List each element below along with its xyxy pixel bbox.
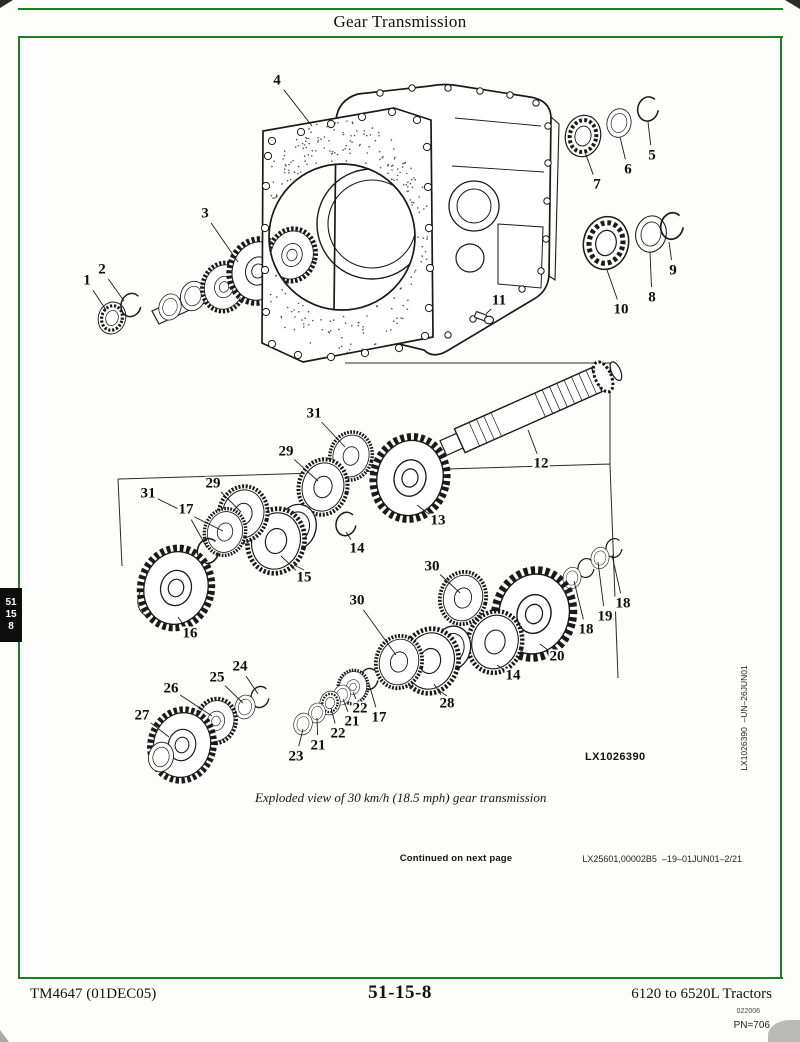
- housing-gasket: [260, 107, 435, 363]
- input-bearing-retainer-parts: [561, 94, 662, 160]
- header-rule: [18, 36, 783, 38]
- left-synchro-gear-cluster: [132, 481, 322, 635]
- top-rule: [18, 8, 783, 10]
- scan-artifact-bottom-right: [768, 1020, 800, 1042]
- third-gear-and-rings: [293, 427, 456, 539]
- page-header-title: Gear Transmission: [333, 12, 467, 31]
- figure-id-label: LX1026390: [585, 751, 646, 763]
- page-edge-tab: 51 15 8: [0, 588, 22, 642]
- plug-bolt: [474, 311, 495, 325]
- gasket-bolt-holes: [260, 107, 435, 362]
- scan-artifact-top-left: [0, 0, 13, 8]
- figure-caption: Exploded view of 30 km/h (18.5 mph) gear…: [255, 790, 547, 805]
- output-shaft: [439, 360, 623, 457]
- pilot-bearing-parts: [92, 290, 145, 339]
- scan-artifact-top-right: [785, 0, 800, 9]
- figure-margin-id: LX1026390 –UN–26JUN01: [739, 665, 749, 771]
- output-bearing-parts: [579, 209, 687, 274]
- leader-lines: [92, 89, 672, 747]
- continued-note: Continued on next page: [399, 853, 513, 864]
- lower-gear-cluster: [143, 622, 476, 787]
- footer-rule: [18, 977, 783, 979]
- right-page-border: [780, 36, 782, 977]
- print-stamp: 022006: [736, 1008, 760, 1015]
- document-reference: LX25601,00002B5 –19–01JUN01–2/21: [582, 854, 742, 864]
- page-number: 51-15-8: [368, 982, 432, 1003]
- manual-number: TM4647 (01DEC05): [30, 986, 157, 1002]
- scan-artifact-bottom-left: [0, 1030, 9, 1042]
- pn-number: PN=706: [733, 1020, 770, 1031]
- tab-line-2: 15: [5, 609, 17, 620]
- tab-line-1: 51: [5, 597, 17, 608]
- model-range: 6120 to 6520L Tractors: [631, 986, 772, 1002]
- left-page-border: [18, 36, 20, 977]
- tab-line-3: 8: [8, 621, 14, 632]
